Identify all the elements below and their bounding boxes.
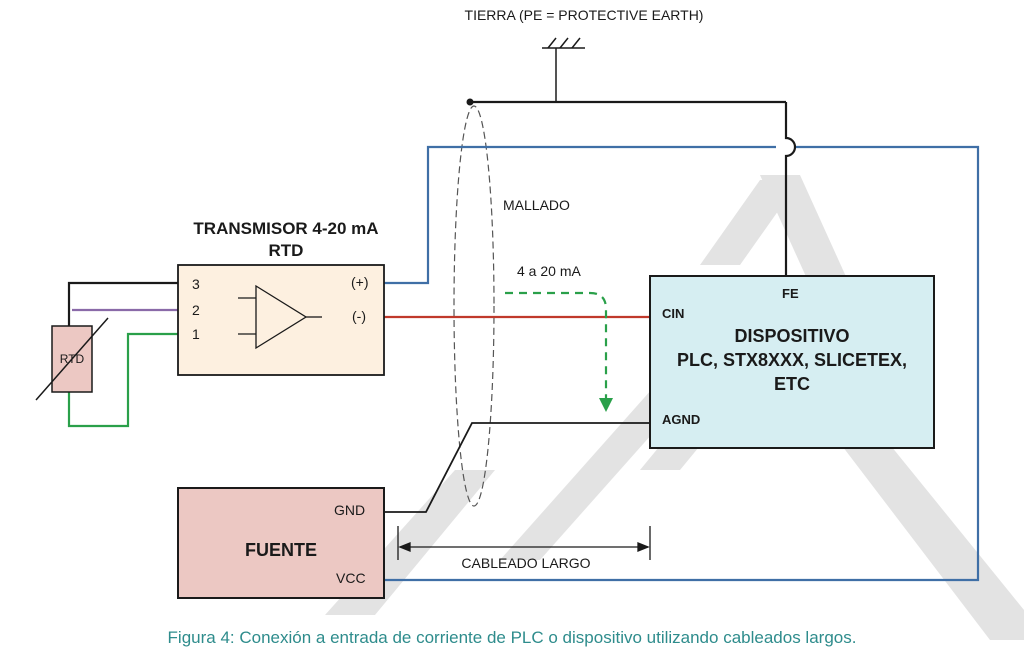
cable-dimension [397,526,651,560]
agnd-wire [384,422,650,513]
device-cin-label: CIN [662,306,684,321]
amplifier-symbol [238,284,322,350]
transmitter-out-plus: (+) [351,274,369,290]
transmitter-pin2: 2 [192,302,200,318]
cable-label: CABLEADO LARGO [461,555,590,571]
ground-label: TIERRA (PE = PROTECTIVE EARTH) [465,7,704,23]
supply-gnd-label: GND [334,502,365,518]
rtd-sensor-label: RTD [60,352,85,366]
current-flow-arrow [505,291,613,412]
device-fe-label: FE [782,286,799,301]
device-title-line2: PLC, STX8XXX, SLICETEX, [677,350,907,370]
shield-junction-dot [466,98,474,106]
current-label: 4 a 20 mA [517,263,581,279]
shield-ellipse [453,105,495,507]
sensor-wires [67,281,178,428]
ground-symbol [542,37,585,102]
transmitter-title-line2: RTD [269,241,304,260]
transmitter-pin1: 1 [192,326,200,342]
supply-title: FUENTE [245,540,317,560]
transmitter-title-line1: TRANSMISOR 4-20 mA [193,219,378,238]
device-title-line1: DISPOSITIVO [734,326,849,346]
plus-wire [384,145,776,285]
supply-box [177,487,385,599]
transmitter-pin3: 3 [192,276,200,292]
device-box [649,275,935,449]
shield-label: MALLADO [503,197,570,213]
plus-wire-return [384,145,980,582]
transmitter-out-minus: (-) [352,308,366,324]
fe-wire [470,100,797,276]
device-title-line3: ETC [774,374,810,394]
device-agnd-label: AGND [662,412,700,427]
figure-caption: Figura 4: Conexión a entrada de corrient… [167,628,857,647]
supply-vcc-label: VCC [336,570,366,586]
rtd-sensor-arrow [35,317,109,401]
